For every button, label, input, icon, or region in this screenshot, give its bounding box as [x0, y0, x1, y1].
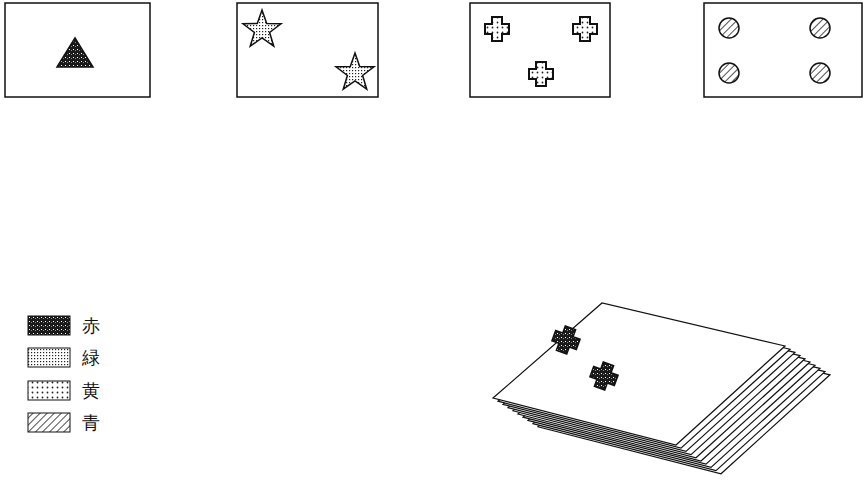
legend-label: 緑: [82, 348, 100, 368]
legend-label: 赤: [82, 316, 100, 336]
cross: [573, 17, 597, 41]
card: [493, 303, 785, 445]
blue-circles: [719, 18, 830, 83]
card: [470, 3, 610, 97]
red-cross: [590, 362, 618, 390]
legend-label: 黄: [82, 381, 100, 401]
red-triangle: [57, 38, 93, 67]
red-cross: [552, 326, 580, 354]
card: [237, 3, 378, 97]
cross: [529, 62, 553, 86]
card: [704, 3, 862, 97]
star: [336, 53, 374, 89]
cross: [485, 17, 509, 41]
legend-swatches: [28, 316, 70, 432]
card-deck: [493, 303, 830, 474]
legend-label: 青: [82, 413, 100, 433]
green-stars: [243, 10, 374, 89]
star: [243, 10, 281, 46]
stimulus-cards: [5, 3, 862, 97]
card: [5, 3, 150, 97]
yellow-crosses: [485, 17, 597, 86]
